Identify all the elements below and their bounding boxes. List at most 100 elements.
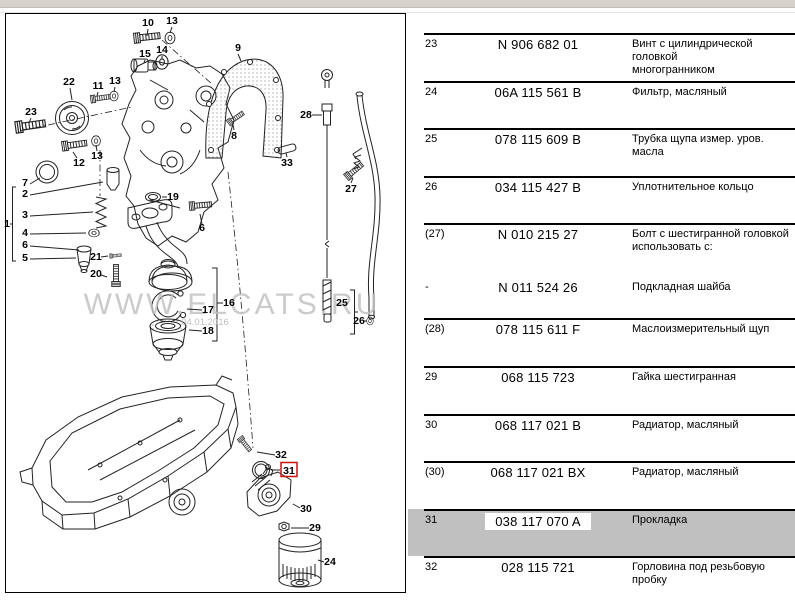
callout-8[interactable]: 8 (231, 130, 237, 142)
pin-33 (277, 143, 297, 155)
row-ref-number: 26 (425, 180, 438, 193)
part-description: Подкладная шайба (632, 281, 731, 294)
part-number[interactable]: N 011 524 26 (498, 280, 578, 296)
callout-leader (72, 151, 78, 159)
nut-29 (278, 521, 290, 532)
bracket-16 (212, 267, 223, 342)
callout-33[interactable]: 33 (281, 157, 293, 169)
oil-pan (19, 375, 239, 530)
callout-11[interactable]: 11 (92, 80, 103, 92)
callout-2[interactable]: 2 (22, 188, 28, 200)
callout-9[interactable]: 9 (235, 42, 241, 54)
plug-5 (76, 245, 92, 273)
part-number[interactable]: 034 115 427 B (494, 179, 582, 195)
part-number[interactable]: N 906 682 01 (497, 37, 579, 52)
diagram-frame (5, 13, 406, 593)
part-number[interactable]: 028 115 721 (501, 560, 575, 576)
callout-31[interactable]: 31 (283, 465, 295, 477)
part-number-cell: 078 115 609 B (460, 132, 616, 147)
callout-leader (285, 152, 288, 158)
callout-7[interactable]: 7 (22, 177, 28, 189)
bolt-10 (132, 30, 161, 44)
engine-parts-linework (10, 30, 381, 588)
callout-27[interactable]: 27 (345, 183, 357, 195)
callout-15[interactable]: 15 (139, 48, 151, 60)
callout-20[interactable]: 20 (90, 268, 102, 280)
callout-4[interactable]: 4 (22, 227, 28, 239)
washer-13 (109, 90, 119, 102)
part-number[interactable]: 068 117 021 BX (490, 465, 586, 481)
callout-13[interactable]: 13 (109, 75, 121, 87)
callout-30[interactable]: 30 (300, 503, 312, 515)
callout-29[interactable]: 29 (309, 522, 321, 534)
spring-3 (94, 196, 108, 229)
bolt-8 (225, 109, 246, 127)
table-row[interactable]: 29 068 115 723 Гайка шестигранная (408, 365, 795, 414)
callout-1[interactable]: 1 (4, 218, 10, 230)
callout-leader (186, 308, 203, 311)
callout-21[interactable]: 21 (90, 251, 102, 263)
callout-17[interactable]: 17 (202, 304, 214, 316)
oil-cooler-30 (246, 464, 292, 517)
callout-23[interactable]: 23 (25, 106, 37, 118)
row-ref-number: 30 (425, 418, 438, 431)
callout-28[interactable]: 28 (300, 109, 312, 121)
ring-19 (145, 192, 161, 202)
callout-10[interactable]: 10 (142, 17, 154, 29)
callout-24[interactable]: 24 (324, 556, 336, 568)
gasket (205, 58, 284, 159)
part-description: Радиатор, масляный (632, 418, 739, 431)
callout-leader (29, 181, 104, 196)
part-description: Гайка шестигранная (632, 370, 736, 383)
table-row[interactable]: 30 068 117 021 B Радиатор, масляный (408, 413, 795, 462)
engine-block (121, 59, 235, 247)
callout-26[interactable]: 26 (353, 315, 365, 327)
callout-12[interactable]: 12 (73, 157, 85, 169)
part-description: Радиатор, масляный (632, 466, 739, 479)
callout-leader (113, 86, 116, 93)
part-number[interactable]: 038 117 070 A (485, 512, 591, 530)
callout-5[interactable]: 5 (22, 252, 28, 264)
callout-32[interactable]: 32 (275, 449, 287, 461)
callout-6[interactable]: 6 (199, 222, 205, 234)
part-number[interactable]: 078 115 609 B (494, 132, 582, 148)
washer-13 (164, 31, 176, 45)
callout-6[interactable]: 6 (22, 239, 28, 251)
brace-25 (350, 289, 358, 335)
callout-3[interactable]: 3 (22, 209, 28, 221)
callout-22[interactable]: 22 (63, 76, 75, 88)
callout-leader (100, 274, 108, 278)
callout-14[interactable]: 14 (156, 44, 168, 56)
callout-16[interactable]: 16 (223, 297, 235, 309)
selected-callout-box (280, 461, 298, 478)
valve-2 (106, 167, 120, 191)
callout-13[interactable]: 13 (91, 150, 103, 162)
callout-25[interactable]: 25 (336, 297, 348, 309)
part-number[interactable]: N 010 215 27 (497, 227, 579, 243)
row-ref-number: (28) (425, 323, 445, 336)
row-ref-number: (27) (425, 228, 445, 241)
row-ref-number: 29 (425, 370, 438, 383)
part-number[interactable]: 068 117 021 B (494, 417, 582, 433)
part-number[interactable]: 068 115 723 (501, 369, 575, 385)
callout-19[interactable]: 19 (167, 191, 179, 203)
callout-leader (317, 559, 325, 563)
callout-13[interactable]: 13 (166, 15, 178, 27)
callout-leader (29, 245, 80, 251)
part-number[interactable]: 06A 115 561 B (494, 84, 582, 100)
part-number[interactable]: 078 115 611 F (495, 322, 581, 338)
callout-18[interactable]: 18 (202, 325, 214, 337)
filter-element-18 (149, 318, 187, 361)
part-description: Винт с цилиндрической головкой многогран… (632, 38, 753, 76)
